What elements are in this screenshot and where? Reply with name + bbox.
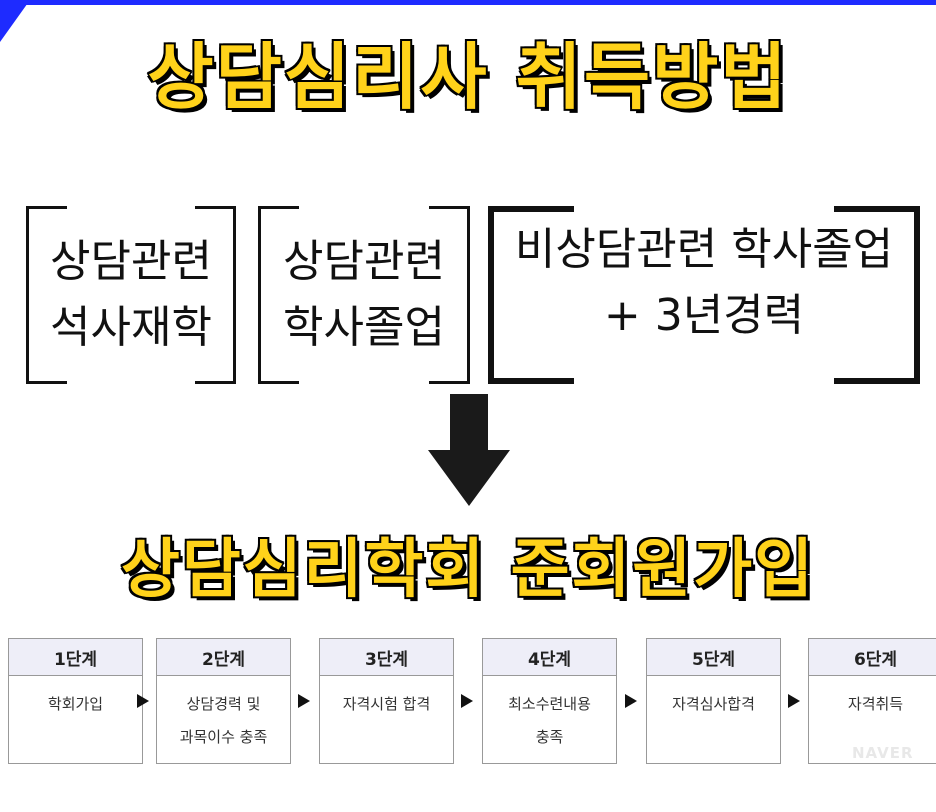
step-arrow-icon: [625, 694, 637, 708]
step-2-label: 2단계: [157, 639, 290, 676]
step-arrow-icon: [298, 694, 310, 708]
step-6: 6단계 자격취득: [808, 638, 936, 764]
step-4: 4단계 최소수련내용 충족: [482, 638, 617, 764]
step-1: 1단계 학회가입: [8, 638, 143, 764]
path-box-2: 상담관련 학사졸업: [258, 206, 470, 384]
down-arrow-icon: [428, 394, 510, 506]
step-1-line1: 학회가입: [47, 695, 104, 713]
step-3-label: 3단계: [320, 639, 453, 676]
page-title: 상담심리사 취득방법: [146, 34, 789, 121]
step-4-line1: 최소수련내용: [508, 695, 591, 713]
step-2-line2: 과목이수 충족: [179, 728, 268, 746]
step-arrow-icon: [788, 694, 800, 708]
step-6-line1: 자격취득: [847, 695, 904, 713]
join-title: 상담심리학회 준회원가입: [120, 532, 815, 609]
naver-watermark: NAVER: [852, 744, 914, 762]
path-2-line2: 학사졸업: [283, 302, 445, 353]
top-accent-line: [0, 0, 936, 5]
corner-accent: [0, 0, 30, 42]
step-5-label: 5단계: [647, 639, 780, 676]
step-5: 5단계 자격심사합격: [646, 638, 781, 764]
path-1-line2: 석사재학: [50, 302, 212, 353]
step-5-line1: 자격심사합격: [672, 695, 755, 713]
step-arrow-icon: [461, 694, 473, 708]
step-arrow-icon: [137, 694, 149, 708]
step-3: 3단계 자격시험 합격: [319, 638, 454, 764]
path-box-3: 비상담관련 학사졸업 + 3년경력: [488, 206, 920, 384]
step-2: 2단계 상담경력 및 과목이수 충족: [156, 638, 291, 764]
path-1-line1: 상담관련: [50, 236, 212, 287]
path-3-line2: + 3년경력: [603, 290, 805, 341]
step-1-label: 1단계: [9, 639, 142, 676]
step-2-line1: 상담경력 및: [186, 695, 261, 713]
step-6-label: 6단계: [809, 639, 936, 676]
step-4-label: 4단계: [483, 639, 616, 676]
step-4-line2: 충족: [535, 728, 564, 746]
path-3-line1: 비상담관련 학사졸업: [514, 224, 894, 275]
path-2-line1: 상담관련: [283, 236, 445, 287]
path-box-1: 상담관련 석사재학: [26, 206, 236, 384]
step-3-line1: 자격시험 합격: [342, 695, 431, 713]
